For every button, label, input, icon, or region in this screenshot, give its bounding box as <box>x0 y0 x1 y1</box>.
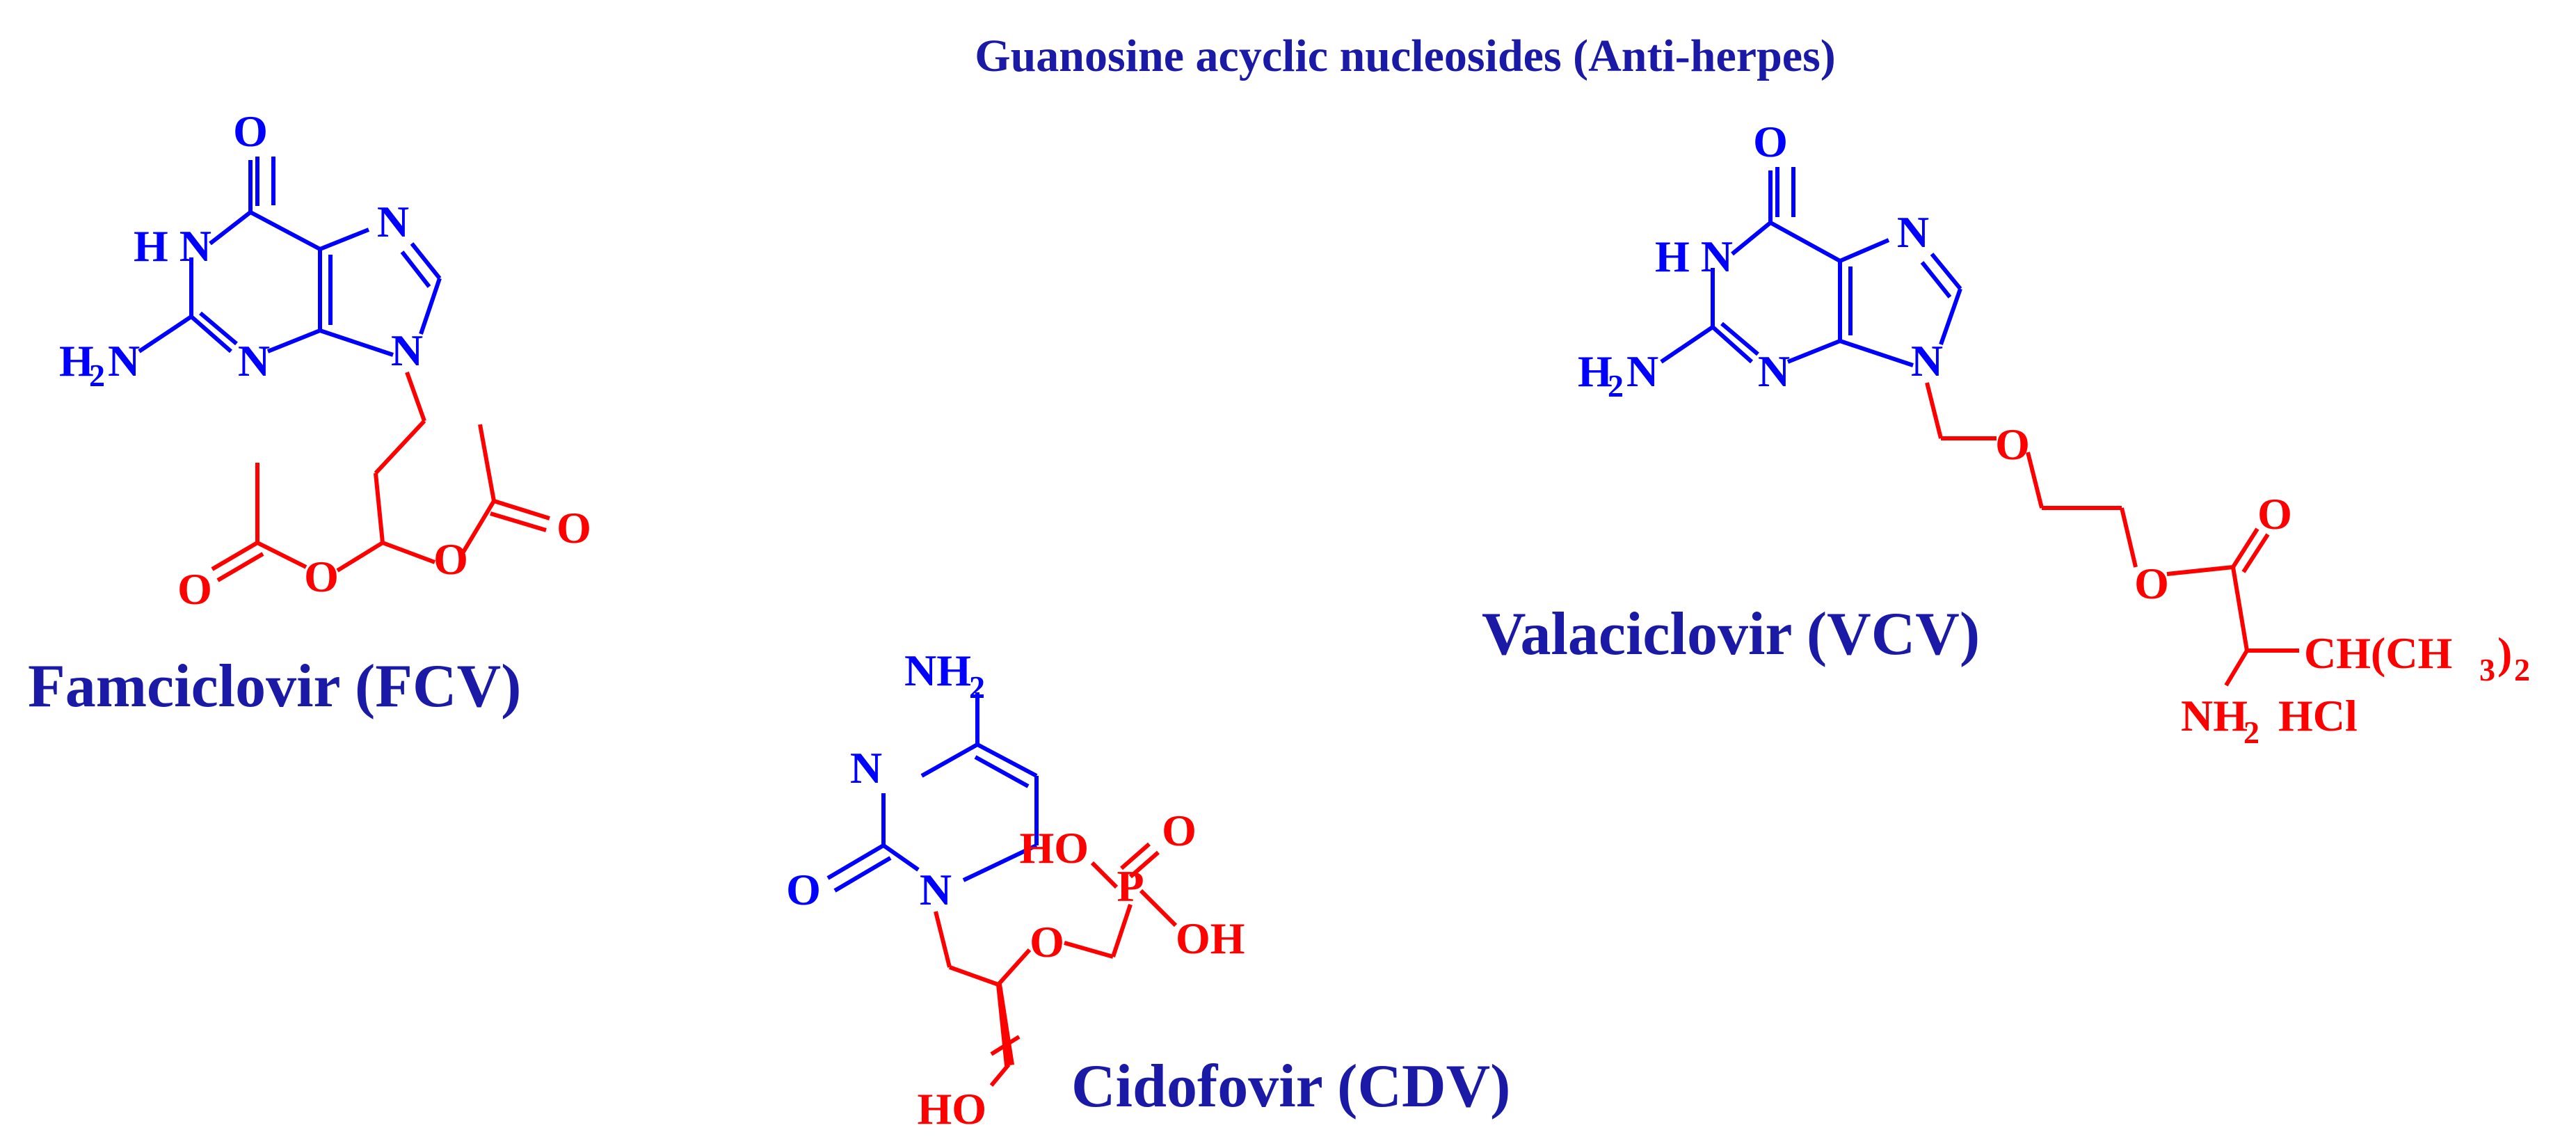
famciclovir-n3: N <box>238 336 270 385</box>
cidofovir-n1: N <box>920 865 952 914</box>
famciclovir-carbonyl-o: O <box>233 106 268 156</box>
famciclovir-n7: N <box>377 197 409 246</box>
valaciclovir-n7: N <box>1897 207 1929 257</box>
valaciclovir-amine-n: N <box>1626 347 1658 396</box>
valaciclovir-carbonyl-o: O <box>1753 117 1788 166</box>
famciclovir-nh-label: H N <box>134 221 211 271</box>
cidofovir-ether-o: O <box>1030 917 1064 966</box>
valaciclovir-ch-sub2: 2 <box>2514 652 2530 687</box>
figure-title: Guanosine acyclic nucleosides (Anti-herp… <box>975 31 1835 81</box>
cidofovir-structure: NH 2 N N O O P HO O OH HO <box>786 646 1510 1133</box>
cidofovir-name: Cidofovir (CDV) <box>1071 1053 1510 1120</box>
valaciclovir-structure: O H N N N N H 2 N O O O CH(CH 3 <box>1482 117 2530 750</box>
cidofovir-carbonyl-o: O <box>786 865 821 914</box>
valaciclovir-ch-sub: 3 <box>2479 652 2495 687</box>
valaciclovir-carbonyl-o2: O <box>2257 489 2292 539</box>
cidofovir-ho-top: HO <box>1019 823 1089 873</box>
cidofovir-ho-bottom: HO <box>917 1084 986 1133</box>
valaciclovir-ester-o: O <box>2134 559 2169 608</box>
cidofovir-phosphoryl-o: O <box>1162 806 1197 855</box>
famciclovir-n9: N <box>391 326 423 375</box>
cidofovir-nh2-label: NH <box>904 646 971 695</box>
famciclovir-ester-o1: O <box>304 552 339 601</box>
cidofovir-ch2oh-bond <box>989 1063 1011 1087</box>
famciclovir-name: Famciclovir (FCV) <box>28 653 521 720</box>
valaciclovir-nh2-label: NH <box>2181 691 2248 740</box>
valaciclovir-n3: N <box>1758 347 1790 396</box>
cidofovir-n3: N <box>850 743 882 793</box>
valaciclovir-amine-h: H <box>1578 347 1613 396</box>
cidofovir-phosphorus: P <box>1117 861 1144 911</box>
valaciclovir-n9: N <box>1911 336 1943 385</box>
valaciclovir-ether-o: O <box>1995 420 2030 469</box>
famciclovir-carbonyl-o1: O <box>177 564 212 614</box>
famciclovir-sidechain-bonds <box>211 371 550 582</box>
famciclovir-base-bonds <box>138 157 442 357</box>
valaciclovir-base-bonds <box>1660 167 1962 367</box>
valaciclovir-ch-close: ) <box>2497 628 2512 678</box>
cidofovir-nh2-sub: 2 <box>969 669 985 705</box>
valaciclovir-name: Valaciclovir (VCV) <box>1482 600 1980 668</box>
famciclovir-carbonyl-o2: O <box>557 503 591 552</box>
cidofovir-sidechain-bonds <box>934 842 1178 1056</box>
cidofovir-base-bonds <box>826 692 1039 893</box>
famciclovir-ester-o2: O <box>433 534 468 584</box>
valaciclovir-hcl: HCl <box>2278 691 2358 740</box>
valaciclovir-amine-sub: 2 <box>1608 368 1624 404</box>
famciclovir-amine-h: H <box>59 336 94 385</box>
valaciclovir-ch-label: CH(CH <box>2304 628 2452 678</box>
famciclovir-structure: O H N N N N H 2 N O O O <box>28 106 591 720</box>
cidofovir-wedge-bond <box>996 984 1014 1066</box>
cidofovir-oh: OH <box>1176 914 1245 963</box>
famciclovir-amine-n: N <box>108 336 140 385</box>
valaciclovir-nh2-sub: 2 <box>2243 715 2259 750</box>
famciclovir-amine-sub: 2 <box>89 358 105 393</box>
valaciclovir-nh-label: H N <box>1655 232 1733 281</box>
valaciclovir-sidechain-bonds <box>1925 382 2299 687</box>
